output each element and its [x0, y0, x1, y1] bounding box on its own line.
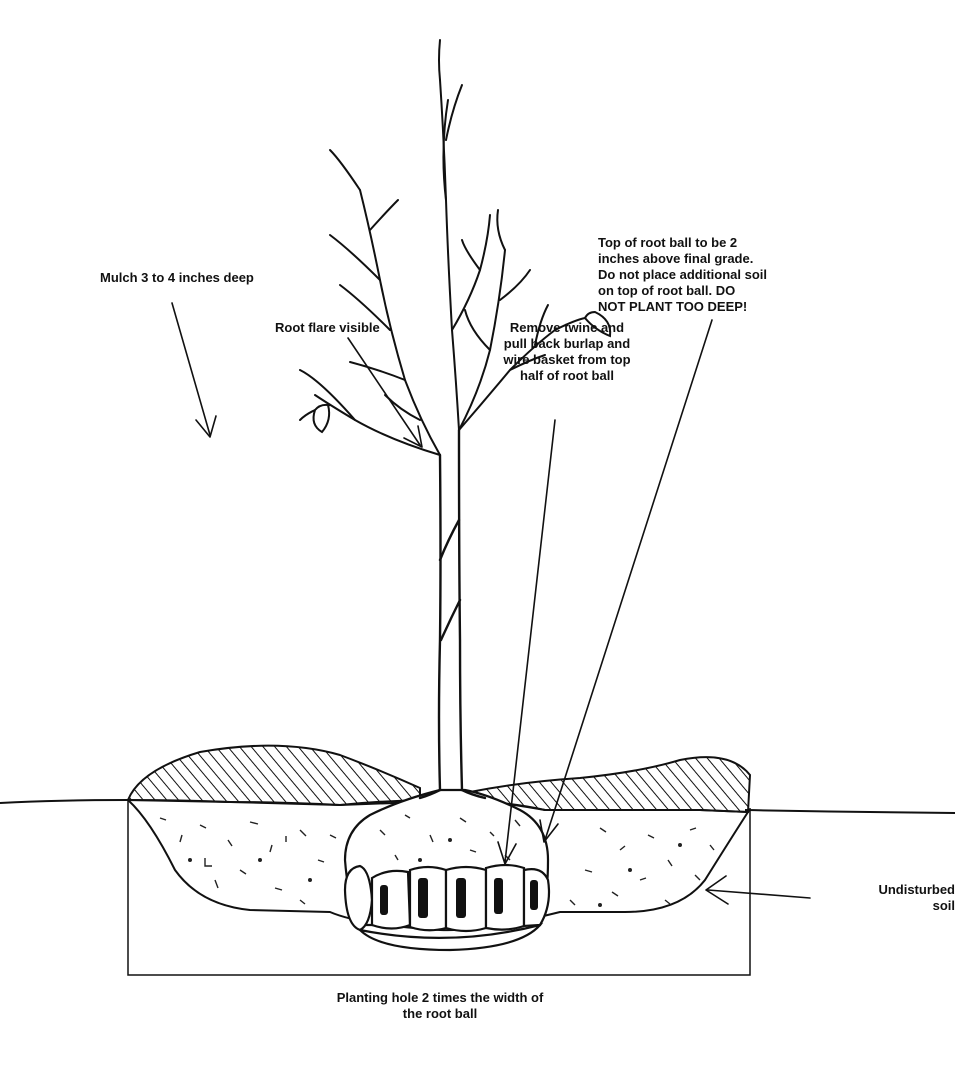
- soil-specks: [159, 817, 715, 908]
- label-top-of-root-ball-line: on top of root ball. DO: [598, 283, 736, 298]
- tree-trunk: [418, 428, 487, 800]
- label-top-of-root-ball-line: NOT PLANT TOO DEEP!: [598, 299, 748, 314]
- label-undisturbed-soil-line: Undisturbed: [878, 882, 955, 897]
- label-root-flare: Root flare visible: [275, 320, 380, 335]
- label-top-of-root-ball-line: inches above final grade.: [598, 251, 754, 266]
- label-planting-hole-line: Planting hole 2 times the width of: [336, 990, 544, 1005]
- burlap-dark-marks: [380, 878, 538, 918]
- label-top-of-root-ball: Top of root ball to be 2 inches above fi…: [598, 235, 767, 315]
- label-planting-hole: Planting hole 2 times the width of the r…: [280, 990, 600, 1022]
- label-remove-twine-line: half of root ball: [520, 368, 614, 383]
- label-undisturbed-soil: Undisturbed soil: [820, 882, 955, 914]
- label-top-of-root-ball-line: Top of root ball to be 2: [598, 235, 738, 250]
- label-remove-twine: Remove twine and pull back burlap and wi…: [482, 320, 652, 384]
- label-planting-hole-line: the root ball: [402, 1006, 478, 1021]
- ground-line: [0, 799, 956, 814]
- leaves: [312, 310, 612, 434]
- label-top-of-root-ball-line: Do not place additional soil: [598, 267, 768, 282]
- label-mulch: Mulch 3 to 4 inches deep: [100, 270, 254, 285]
- label-undisturbed-soil-line: soil: [932, 898, 955, 913]
- burlap-basket: [343, 863, 551, 952]
- label-remove-twine-line: Remove twine and: [509, 320, 625, 335]
- tree-branches: [299, 39, 586, 456]
- label-remove-twine-line: wire basket from top: [503, 352, 631, 367]
- arrows: [171, 302, 811, 905]
- label-remove-twine-line: pull back burlap and: [503, 336, 631, 351]
- planting-hole-box: [127, 800, 751, 976]
- mulch-layer: [126, 744, 752, 814]
